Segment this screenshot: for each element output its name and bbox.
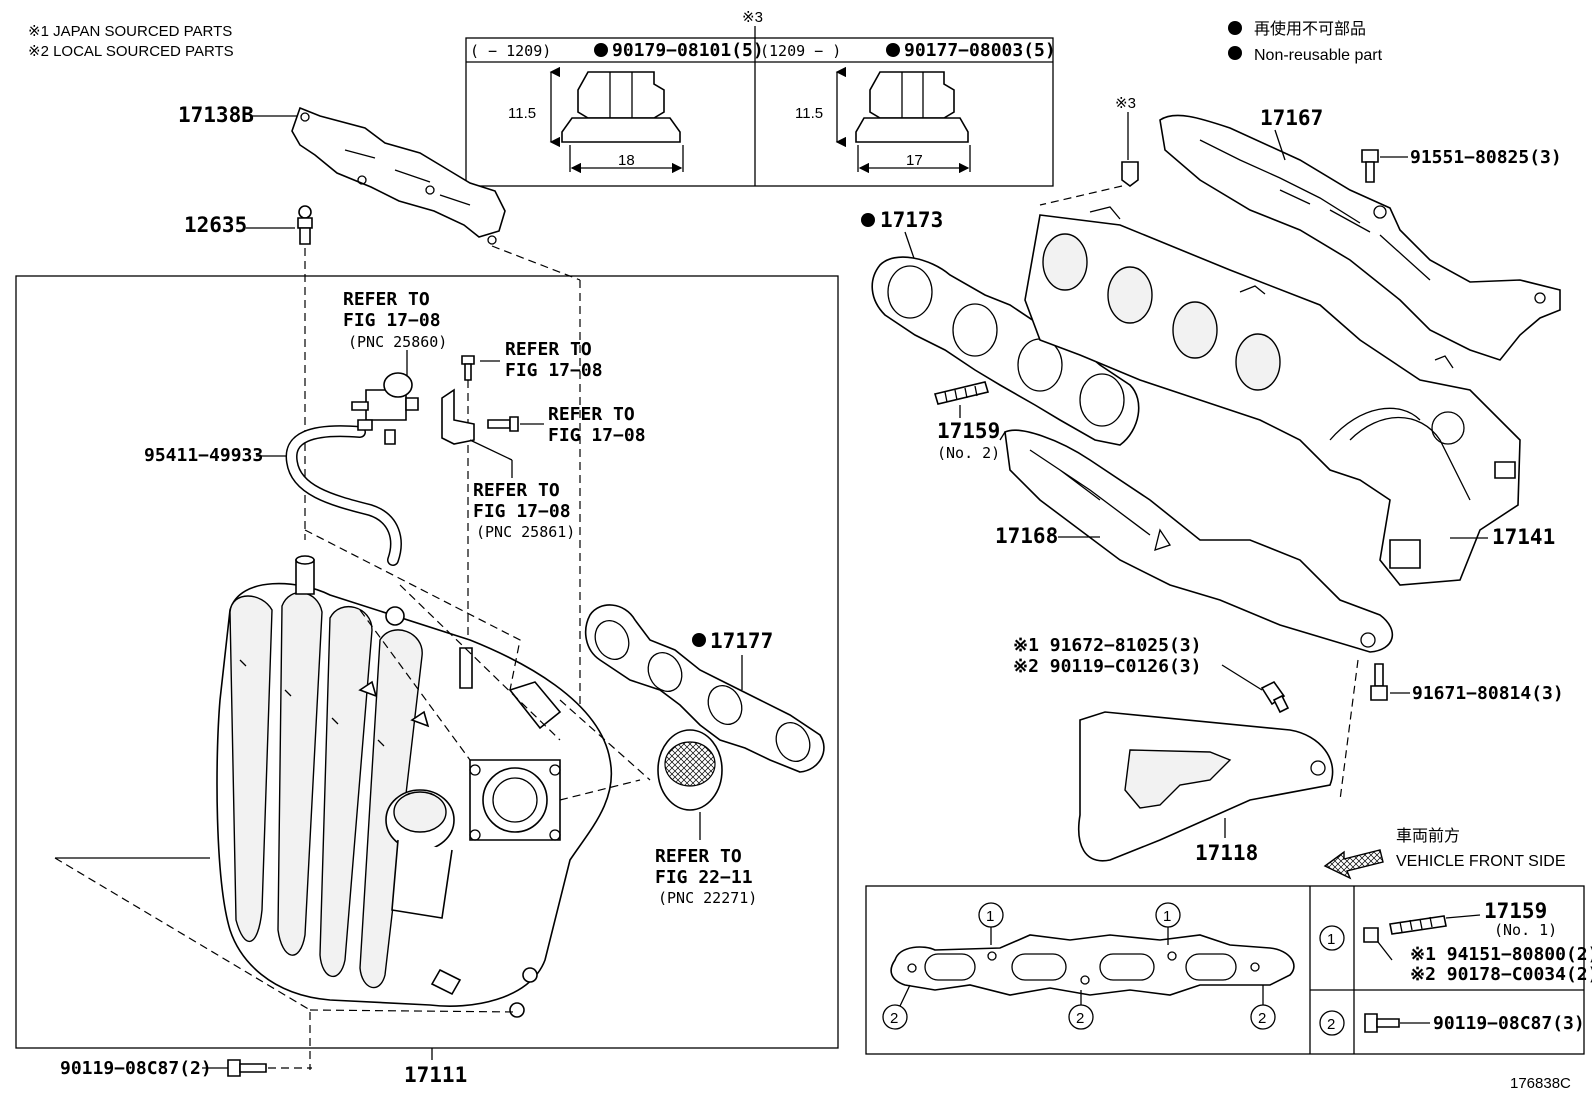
front-arrow-icon bbox=[1323, 849, 1384, 880]
non-reusable-dot-icon bbox=[886, 43, 900, 57]
part-17159-no2: 17159 (No. 2) bbox=[933, 381, 1000, 462]
label-17168: 17168 bbox=[995, 524, 1058, 548]
legend-non-reusable-jp: 再使用不可部品 bbox=[1254, 20, 1366, 38]
refer1-line1: REFER TO bbox=[343, 289, 430, 310]
part-17138B: 17138B bbox=[178, 103, 581, 755]
non-reusable-dot-icon bbox=[594, 43, 608, 57]
label-17159-no2-sub: (No. 2) bbox=[937, 444, 1000, 462]
refer4-line1: REFER TO bbox=[473, 480, 560, 501]
part-17118-bracket: 17118 bbox=[1078, 711, 1334, 865]
label-91671-80814: 91671−80814(3) bbox=[1412, 683, 1564, 704]
figure-id: 176838C bbox=[1510, 1075, 1571, 1092]
refer4-line3: (PNC 25861) bbox=[476, 523, 575, 541]
refer2-line2: FIG 17−08 bbox=[505, 360, 603, 381]
nut-table-mark: ※3 bbox=[742, 9, 763, 26]
part-91551-80825: 91551−80825(3) bbox=[1361, 147, 1562, 183]
nut-table: ※3 ( − 1209) 90179−08101(5) (1209 − ) 90… bbox=[465, 9, 1056, 187]
nut-right-part: 90177−08003(5) bbox=[904, 40, 1056, 61]
refer5-line3: (PNC 22271) bbox=[658, 889, 757, 907]
refer5-line2: FIG 22−11 bbox=[655, 867, 753, 888]
gasket-row1-part: 17159 bbox=[1484, 899, 1547, 923]
label-17111: 17111 bbox=[404, 1063, 467, 1087]
part-90119-08C87-2: 90119−08C87(2) bbox=[60, 1058, 312, 1079]
gasket-row1-local: ※2 90178−C0034(2) bbox=[1410, 964, 1592, 985]
gasket-row1-sub: (No. 1) bbox=[1494, 921, 1557, 939]
part-17167-heat-insulator: 17167 bbox=[1159, 106, 1561, 361]
label-12635: 12635 bbox=[184, 213, 247, 237]
refer3-line2: FIG 17−08 bbox=[548, 425, 646, 446]
vehicle-front-en: VEHICLE FRONT SIDE bbox=[1396, 853, 1566, 870]
gasket-circle-1: 1 bbox=[1163, 908, 1171, 925]
gasket-row2-circle: 2 bbox=[1327, 1016, 1335, 1033]
nut-right-range: (1209 − ) bbox=[760, 42, 841, 60]
label-95411-49933: 95411−49933 bbox=[144, 445, 263, 466]
vehicle-front-side-indicator: 車両前方 VEHICLE FRONT SIDE bbox=[1323, 827, 1566, 880]
nut-left-range: ( − 1209) bbox=[470, 42, 551, 60]
legend-japan-sourced: ※1 JAPAN SOURCED PARTS bbox=[28, 23, 232, 40]
nut-left-width: 18 bbox=[618, 152, 635, 169]
part-95411-49933: 95411−49933 bbox=[144, 425, 402, 566]
gasket-circle-2: 2 bbox=[890, 1010, 898, 1027]
label-91672-81025: ※1 91672−81025(3) bbox=[1013, 635, 1201, 656]
non-reusable-dot-icon bbox=[1228, 21, 1242, 35]
gasket-table: 1 1 2 2 2 1 17159 (No. 1) ※1 94151−80800… bbox=[865, 885, 1592, 1055]
refer1-line2: FIG 17−08 bbox=[343, 310, 441, 331]
nut-right-height: 11.5 bbox=[795, 105, 823, 122]
gasket-circle-2: 2 bbox=[1076, 1010, 1084, 1027]
gasket-row1-jp: ※1 94151−80800(2) bbox=[1410, 944, 1592, 965]
refer2-line1: REFER TO bbox=[505, 339, 592, 360]
refer-fig-17-08-screw: REFER TO FIG 17−08 bbox=[487, 404, 646, 446]
label-17159-no2: 17159 bbox=[937, 419, 1000, 443]
non-reusable-dot-icon bbox=[692, 633, 706, 647]
refer-fig-17-08-pnc-25861: REFER TO FIG 17−08 (PNC 25861) bbox=[441, 388, 575, 541]
label-17138B: 17138B bbox=[178, 103, 254, 127]
non-reusable-dot-icon bbox=[1228, 46, 1242, 60]
gasket-circle-1: 1 bbox=[986, 908, 994, 925]
part-91672-81025: ※1 91672−81025(3) ※2 90119−C0126(3) bbox=[1013, 635, 1290, 714]
refer4-line2: FIG 17−08 bbox=[473, 501, 571, 522]
refer1-line3: (PNC 25860) bbox=[348, 333, 447, 351]
nut-left-height: 11.5 bbox=[508, 105, 536, 122]
non-reusable-dot-icon bbox=[861, 213, 875, 227]
nut-right-width: 17 bbox=[906, 152, 923, 169]
vehicle-front-jp: 車両前方 bbox=[1396, 827, 1460, 845]
label-90119-08C87-2: 90119−08C87(2) bbox=[60, 1058, 212, 1079]
gasket-row1-circle: 1 bbox=[1327, 931, 1335, 948]
label-17118: 17118 bbox=[1195, 841, 1258, 865]
gasket-circle-2: 2 bbox=[1258, 1010, 1266, 1027]
part-17111-intake-manifold bbox=[54, 529, 651, 1070]
part-nut-mark3: ※3 bbox=[1039, 95, 1139, 206]
refer-fig-22-11-pnc-22271: REFER TO FIG 22−11 (PNC 22271) bbox=[655, 729, 757, 907]
nut-left-part: 90179−08101(5) bbox=[612, 40, 764, 61]
refer-fig-17-08-pnc-25860: REFER TO FIG 17−08 (PNC 25860) bbox=[343, 289, 447, 445]
label-mark3-nut: ※3 bbox=[1115, 95, 1136, 112]
part-17173-exhaust-gasket: 17173 bbox=[861, 208, 1140, 446]
label-91551-80825: 91551−80825(3) bbox=[1410, 147, 1562, 168]
label-17167: 17167 bbox=[1260, 106, 1323, 130]
label-17141: 17141 bbox=[1492, 525, 1555, 549]
part-12635: 12635 bbox=[184, 205, 313, 540]
gasket-row2-part: 90119−08C87(3) bbox=[1433, 1013, 1585, 1034]
part-17168-lower-heat-insulator: 17168 bbox=[995, 429, 1394, 653]
refer3-line1: REFER TO bbox=[548, 404, 635, 425]
label-90119-C0126: ※2 90119−C0126(3) bbox=[1013, 656, 1201, 677]
legend-local-sourced: ※2 LOCAL SOURCED PARTS bbox=[28, 43, 234, 60]
refer5-line1: REFER TO bbox=[655, 846, 742, 867]
label-17177: 17177 bbox=[710, 629, 773, 653]
legend-non-reusable-en: Non-reusable part bbox=[1254, 47, 1383, 64]
part-17177-intake-gasket: 17177 bbox=[584, 604, 825, 773]
part-17141-exhaust-manifold: 17141 bbox=[1024, 206, 1555, 586]
label-17173: 17173 bbox=[880, 208, 943, 232]
intake-assembly-frame bbox=[15, 275, 839, 1049]
part-91671-80814: 91671−80814(3) bbox=[1339, 659, 1564, 801]
